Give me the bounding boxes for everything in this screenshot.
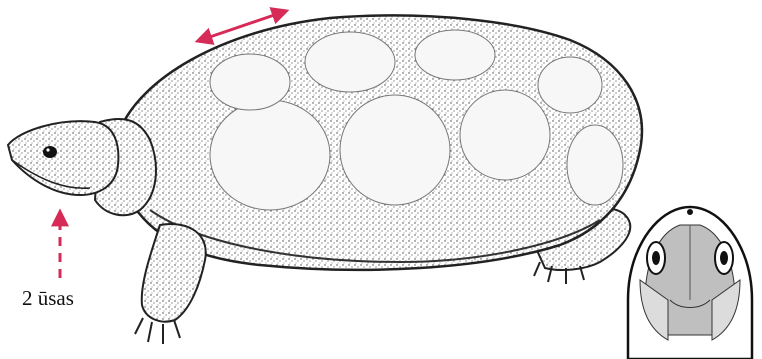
front-claws <box>135 318 180 344</box>
turtle-eye <box>43 146 57 158</box>
barbels-label: 2 ūsas <box>22 286 74 311</box>
head-top-view-inset <box>628 207 752 359</box>
turtle-head <box>8 121 118 195</box>
turtle-front-leg <box>142 224 206 322</box>
